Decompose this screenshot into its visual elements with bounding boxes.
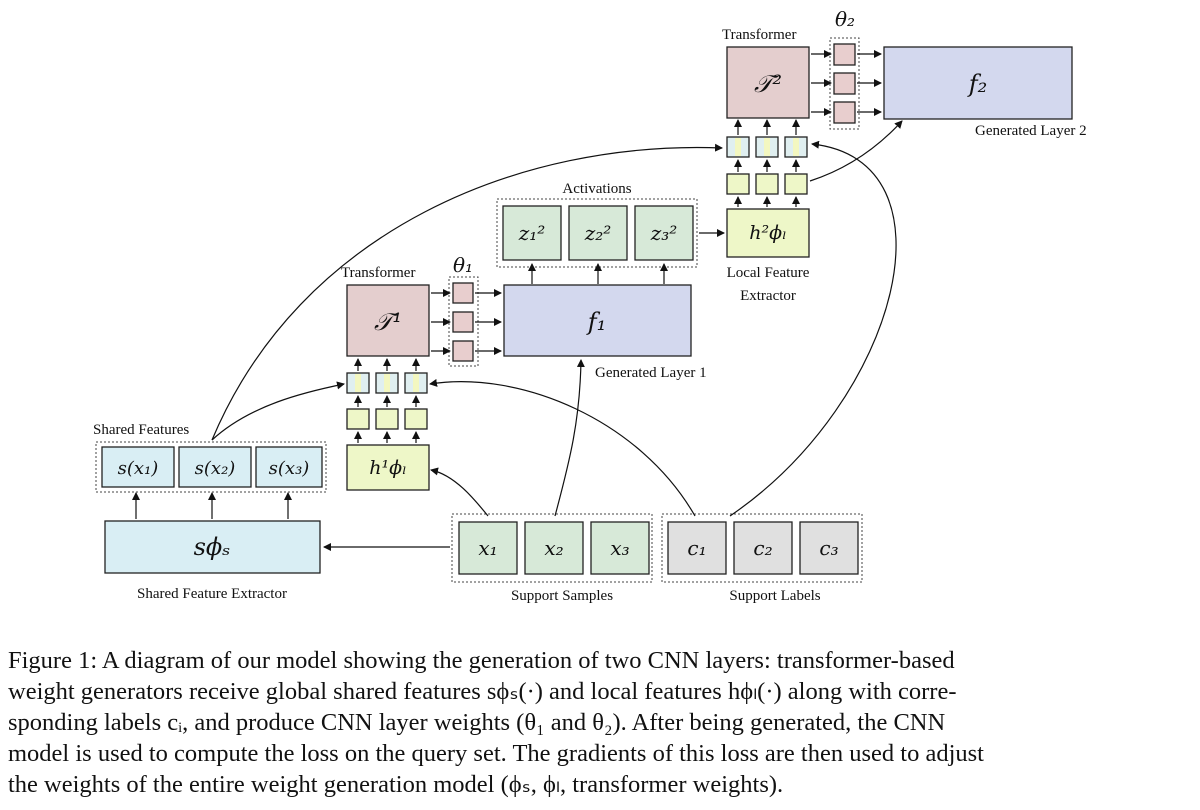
curve-shared-to-level1 [211, 381, 345, 441]
generated-layer-2-label: Generated Layer 2 [975, 123, 1087, 139]
combined-features-2 [726, 136, 808, 158]
theta-2-weight-1 [833, 43, 856, 66]
support-samples-label: Support Samples [511, 588, 613, 604]
generated-layer-1-box [503, 284, 692, 357]
combined-features-1 [346, 372, 428, 394]
caption-line-5: the weights of the entire weight generat… [8, 771, 783, 798]
shared-feature-extractor-box [104, 520, 321, 574]
sample-box-2 [524, 521, 584, 575]
theta-2-weight-3 [833, 101, 856, 124]
shared-features-label: Shared Features [93, 422, 189, 438]
curve-samples-to-f1 [554, 359, 585, 517]
transformer-2-label: Transformer [722, 27, 796, 43]
local-feature-extractor-label-2: Extractor [740, 288, 796, 304]
activation-box-3 [634, 205, 694, 261]
curve-labels-to-level1 [429, 378, 696, 517]
theta-2-weight-2 [833, 72, 856, 95]
label-box-3 [799, 521, 859, 575]
label-box-1 [667, 521, 727, 575]
transformer-2-box [726, 46, 810, 119]
shared-feature-box-2 [178, 446, 252, 488]
label-text-3: c₃ [819, 536, 838, 560]
transformer-1-symbol: 𝒯¹ [374, 308, 402, 336]
shared-feature-extractor-label: Shared Feature Extractor [137, 586, 287, 602]
local-feature-blocks-1 [346, 408, 428, 430]
curve-loc2-to-f2 [809, 120, 903, 182]
label-text-2: c₂ [753, 536, 772, 560]
caption-line-2: weight generators receive global shared … [8, 678, 956, 705]
activations-label: Activations [562, 181, 631, 197]
activation-text-3: z₃² [650, 221, 678, 245]
local-feature-extractor-2-box [726, 208, 810, 258]
sample-box-3 [590, 521, 650, 575]
curve-shared-to-level2 [211, 143, 723, 441]
generated-layer-1-label: Generated Layer 1 [595, 365, 707, 381]
local-feature-extractor-2-symbol: h²ϕₗ [749, 222, 786, 244]
local-feature-blocks-2 [726, 173, 808, 195]
theta-1-weight-3 [452, 340, 474, 362]
curve-labels-to-level2 [729, 140, 897, 517]
activation-box-1 [502, 205, 562, 261]
sample-text-3: x₃ [610, 536, 629, 560]
shared-feature-text-2: s(x₂) [195, 458, 236, 479]
activation-text-2: z₂² [584, 221, 612, 245]
theta-2-label: θ₂ [835, 7, 855, 31]
figure-caption: Figure 1: A diagram of our model showing… [8, 647, 984, 798]
curve-samples-to-h1 [430, 467, 489, 517]
support-labels-label: Support Labels [729, 588, 820, 604]
sample-text-2: x₂ [544, 536, 563, 560]
generated-layer-2-symbol: f₂ [967, 70, 988, 98]
shared-extractor-symbol: sϕₛ [194, 533, 231, 561]
support-labels-group [661, 513, 863, 583]
activation-box-2 [568, 205, 628, 261]
sample-text-1: x₁ [478, 536, 497, 560]
shared-feature-box-1 [101, 446, 175, 488]
transformer-1-box [346, 284, 430, 357]
generated-layer-2-box [883, 46, 1073, 120]
transformer-1-label: Transformer [341, 265, 415, 281]
activation-text-1: z₁² [518, 221, 546, 245]
caption-line-4: model is used to compute the loss on the… [8, 740, 984, 767]
theta-1-weight-1 [452, 282, 474, 304]
sample-box-1 [458, 521, 518, 575]
local-feature-extractor-label-1: Local Feature [727, 265, 810, 281]
label-text-1: c₁ [687, 536, 706, 560]
label-box-2 [733, 521, 793, 575]
caption-line-3: sponding labels cᵢ, and produce CNN laye… [8, 709, 946, 736]
shared-feature-box-3 [255, 446, 323, 488]
local-feature-extractor-1-symbol: h¹ϕₗ [369, 457, 406, 479]
local-feature-extractor-1-box [346, 444, 430, 491]
support-samples-group [451, 513, 653, 583]
shared-feature-text-3: s(x₃) [269, 458, 310, 479]
theta-1-label: θ₁ [453, 253, 473, 277]
generated-layer-1-symbol: f₁ [586, 308, 607, 336]
transformer-2-symbol: 𝒯² [754, 70, 782, 98]
shared-feature-text-1: s(x₁) [118, 458, 159, 479]
caption-line-1: Figure 1: A diagram of our model showing… [8, 647, 955, 674]
theta-1-weight-2 [452, 311, 474, 333]
